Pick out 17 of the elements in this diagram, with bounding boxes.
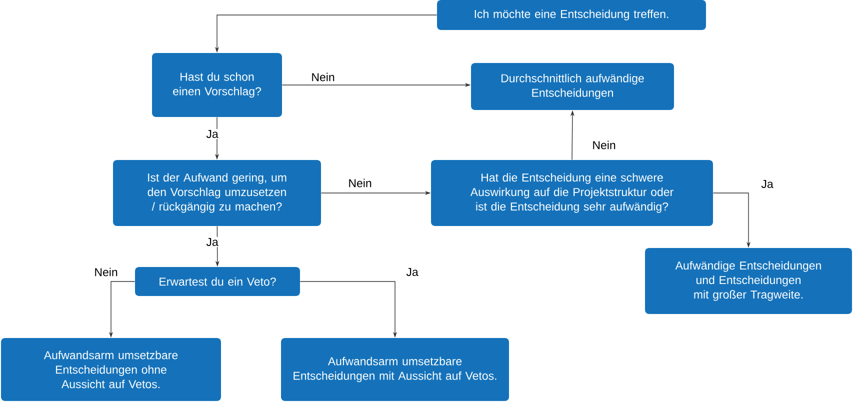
edge-label: Ja [205, 237, 220, 248]
decision-box: Ist der Aufwand gering, um den Vorschlag umzusetzen / rückgängig zu machen? [113, 160, 321, 226]
edge-label: Ja [405, 267, 420, 278]
process-box: Ich möchte eine Entscheidung treffen. [437, 0, 706, 30]
edge-label: Ja [205, 129, 220, 140]
edge-label: Nein [591, 140, 617, 150]
edge-label: Nein [93, 266, 119, 278]
process-box: Aufwändige Entscheidungen und Entscheidungen mit großer Tragweite. [645, 248, 852, 314]
edge-label: Nein [347, 178, 373, 188]
decision-box: Hast du schon einen Vorschlag? [152, 53, 282, 117]
process-box: Aufwandsarm umsetzbare Entscheidungen mit Aussicht auf Vetos. [281, 338, 509, 401]
decision-box: Hat die Entscheidung eine schwere Auswirkung auf die Projektstruktur oder ist die Entscheidung sehr aufwändig? [431, 160, 713, 226]
decision-box: Erwartest du ein Veto? [135, 267, 300, 296]
process-box: Aufwandsarm umsetzbare Entscheidungen ohne Aussicht auf Vetos. [1, 338, 221, 401]
process-box: Durchschnittlich aufwändige Entscheidungen [471, 63, 674, 110]
edge-label: Ja [760, 179, 774, 190]
edge-label: Nein [310, 72, 336, 82]
